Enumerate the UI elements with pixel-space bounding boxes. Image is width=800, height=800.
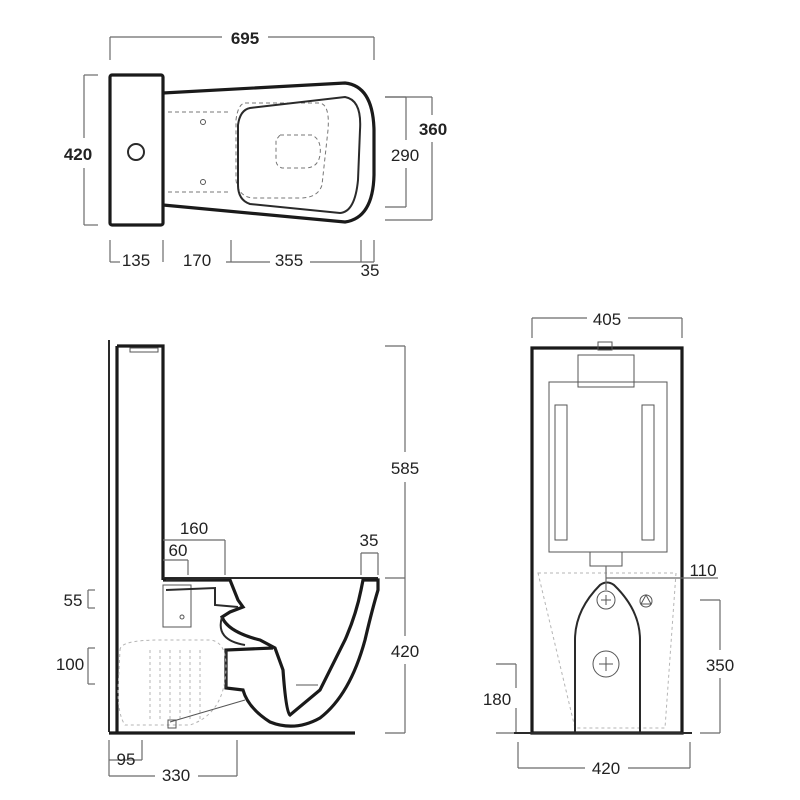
dim-420-top: 420 <box>64 145 92 164</box>
dim-420-side: 420 <box>391 642 419 661</box>
dim-695: 695 <box>231 29 259 48</box>
front-hidden-bowl <box>537 572 677 729</box>
top-fixing-hole <box>200 179 206 185</box>
top-fixing-hole <box>200 119 206 125</box>
dim-180: 180 <box>483 690 511 709</box>
dim-330: 330 <box>162 766 190 785</box>
side-cistern-outline <box>115 344 165 732</box>
front-flush-mechanism <box>548 381 668 553</box>
top-bowl-outline <box>162 81 376 224</box>
front-view: 405 110 350 180 420 <box>483 310 734 778</box>
top-cistern-outline <box>108 73 165 227</box>
top-drain <box>275 134 321 169</box>
dim-100: 100 <box>56 655 84 674</box>
dim-405: 405 <box>593 310 621 329</box>
dim-585: 585 <box>391 459 419 478</box>
top-bowl-rim <box>237 95 362 215</box>
dim-35-side: 35 <box>360 531 379 550</box>
side-bowl-outline <box>163 578 380 728</box>
top-view: 695 420 360 290 135 170 355 35 <box>64 29 447 280</box>
front-trap-outline <box>574 581 641 733</box>
dim-420-front: 420 <box>592 759 620 778</box>
dim-35-top: 35 <box>361 261 380 280</box>
dim-170: 170 <box>183 251 211 270</box>
dim-350: 350 <box>706 656 734 675</box>
top-flush-button <box>127 143 145 161</box>
dim-55: 55 <box>64 591 83 610</box>
dim-355: 355 <box>275 251 303 270</box>
dim-135: 135 <box>122 251 150 270</box>
dim-360: 360 <box>419 120 447 139</box>
dim-60: 60 <box>169 541 188 560</box>
dim-290: 290 <box>391 146 419 165</box>
dim-160: 160 <box>180 519 208 538</box>
side-hidden-pipe <box>117 639 227 726</box>
top-seat-outline <box>235 102 329 199</box>
side-view: 585 420 160 60 35 55 100 95 <box>56 340 419 785</box>
dim-95: 95 <box>117 750 136 769</box>
dim-110: 110 <box>689 561 716 580</box>
